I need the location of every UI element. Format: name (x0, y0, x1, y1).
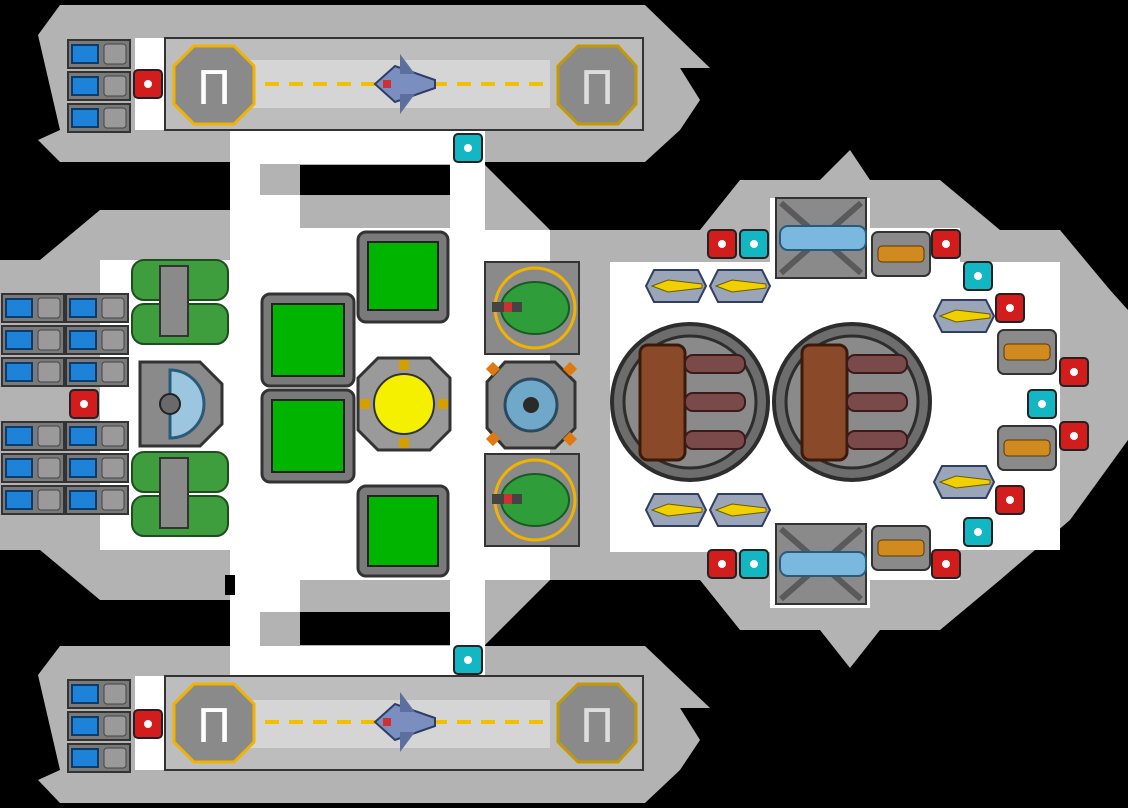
laser-turret-icon[interactable] (932, 465, 996, 499)
battery-cell-icon[interactable] (67, 71, 131, 101)
shield-generator-icon[interactable] (485, 360, 578, 450)
room[interactable] (356, 484, 450, 578)
red-system-node-icon[interactable] (931, 549, 961, 579)
pad-glyph: Π (580, 699, 615, 753)
laser-turret-icon[interactable] (644, 493, 708, 527)
green-rooms (260, 230, 450, 578)
artillery-cannon-icon[interactable] (772, 322, 932, 482)
laser-turret-icon[interactable] (708, 493, 772, 527)
battery-cell-icon[interactable] (67, 103, 131, 133)
red-system-node-icon[interactable] (995, 485, 1025, 515)
hull-gaps (225, 165, 450, 645)
missile-launcher-icon[interactable] (871, 525, 931, 571)
red-system-node-icon[interactable] (69, 389, 99, 419)
artillery-cannon-icon[interactable] (610, 322, 770, 482)
battery-cell-icon[interactable] (65, 421, 129, 451)
battery-cell-icon[interactable] (67, 711, 131, 741)
cyan-system-node-icon[interactable] (453, 133, 483, 163)
cyan-system-node-icon[interactable] (453, 645, 483, 675)
cyan-system-node-icon[interactable] (739, 549, 769, 579)
battery-cell-icon[interactable] (67, 743, 131, 773)
landing-pad-right[interactable]: Π (556, 44, 638, 126)
battery-cell-icon[interactable] (67, 679, 131, 709)
pad-glyph: Π (580, 61, 615, 115)
landing-pad-left[interactable]: Π (172, 44, 256, 126)
red-system-node-icon[interactable] (707, 229, 737, 259)
missile-launcher-icon[interactable] (997, 329, 1057, 375)
pad-glyph: Π (197, 699, 232, 753)
engine-pod-icon[interactable] (131, 451, 229, 537)
engine-pod-icon[interactable] (131, 259, 229, 345)
red-system-node-icon[interactable] (1059, 357, 1089, 387)
battery-cell-icon[interactable] (65, 357, 129, 387)
cyan-system-node-icon[interactable] (739, 229, 769, 259)
laser-turret-icon[interactable] (644, 269, 708, 303)
battery-cell-icon[interactable] (1, 485, 65, 515)
battery-cell-icon[interactable] (65, 325, 129, 355)
fighter-ship-icon[interactable] (373, 692, 436, 752)
missile-launcher-icon[interactable] (997, 425, 1057, 471)
landing-pad-left[interactable]: Π (172, 682, 256, 764)
drone-bay-icon[interactable] (484, 453, 580, 547)
drone-bay-icon[interactable] (484, 261, 580, 355)
battery-cell-icon[interactable] (1, 325, 65, 355)
red-system-node-icon[interactable] (133, 709, 163, 739)
battery-cell-icon[interactable] (1, 421, 65, 451)
battery-cell-icon[interactable] (65, 293, 129, 323)
battery-cell-icon[interactable] (65, 453, 129, 483)
laser-turret-icon[interactable] (932, 299, 996, 333)
ship-modules (1, 39, 1089, 773)
battery-cell-icon[interactable] (1, 357, 65, 387)
pad-glyph: Π (197, 61, 232, 115)
fighter-ship-icon[interactable] (373, 54, 436, 114)
artillery-cannon-icon[interactable] (775, 523, 867, 605)
top-hangar: Π Π (164, 37, 644, 131)
room[interactable] (260, 292, 356, 388)
battery-cell-icon[interactable] (65, 485, 129, 515)
battery-cell-icon[interactable] (1, 453, 65, 483)
room[interactable] (356, 230, 450, 324)
laser-turret-icon[interactable] (708, 269, 772, 303)
red-system-node-icon[interactable] (133, 69, 163, 99)
shield-generator-icon[interactable] (138, 360, 224, 448)
reactor-core-icon[interactable] (356, 356, 452, 452)
landing-pad-right[interactable]: Π (556, 682, 638, 764)
room[interactable] (260, 388, 356, 484)
red-system-node-icon[interactable] (995, 293, 1025, 323)
battery-cell-icon[interactable] (1, 293, 65, 323)
battery-cell-icon[interactable] (67, 39, 131, 69)
artillery-cannon-icon[interactable] (775, 197, 867, 279)
bottom-hangar: Π Π (164, 675, 644, 771)
missile-launcher-icon[interactable] (871, 231, 931, 277)
red-system-node-icon[interactable] (707, 549, 737, 579)
cyan-system-node-icon[interactable] (963, 261, 993, 291)
cyan-system-node-icon[interactable] (1027, 389, 1057, 419)
red-system-node-icon[interactable] (1059, 421, 1089, 451)
red-system-node-icon[interactable] (931, 229, 961, 259)
cyan-system-node-icon[interactable] (963, 517, 993, 547)
